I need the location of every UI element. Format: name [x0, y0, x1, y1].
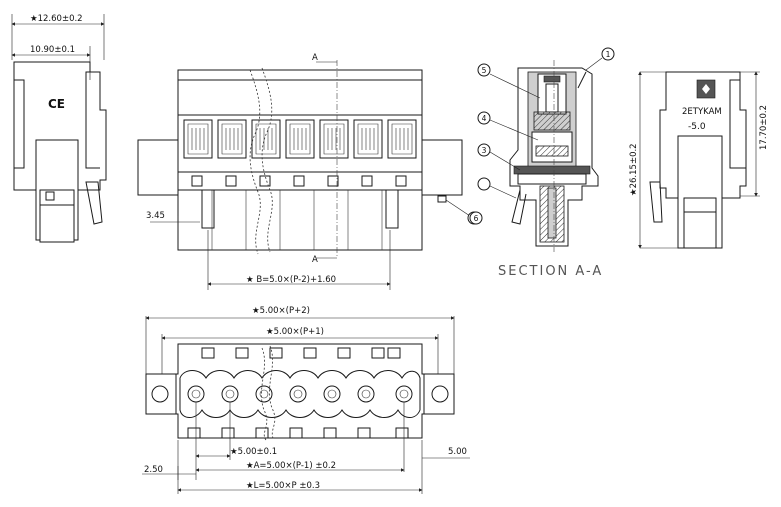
dim-width-total: ★12.60±0.2: [30, 14, 83, 24]
dim-p-plus2: ★5.00×(P+2): [252, 306, 310, 316]
left-side-view: [11, 14, 107, 243]
section-marker-bottom: A: [312, 255, 318, 265]
ce-mark: CE: [48, 97, 65, 111]
section-a-a-view: [467, 47, 615, 252]
callout-5: 5: [482, 66, 487, 75]
pitch-label: -5.0: [688, 122, 706, 132]
callout-3: 3: [482, 146, 487, 155]
section-marker-top: A: [312, 53, 318, 63]
callout-6-circle: [469, 211, 483, 225]
dim-width-inner: 10.90±0.1: [30, 45, 75, 55]
dim-a: ★A=5.00×(P-1) ±0.2: [246, 461, 336, 471]
dim-p-plus1: ★5.00×(P+1): [266, 327, 324, 337]
callout-1: 1: [606, 50, 611, 59]
brand-mark: 2ETYKAM: [682, 107, 722, 117]
dim-pitch-b: ★ B=5.0×(P-2)+1.60: [246, 275, 336, 285]
dimension-texts: ★12.60±0.2 10.90±0.1 CE 3.45 A A ★ B=5.0…: [30, 14, 769, 491]
front-terminal-windows: [183, 119, 417, 159]
callout-4: 4: [482, 114, 487, 123]
dim-edge-left: 2.50: [144, 465, 163, 475]
dim-l: ★L=5.00×P ±0.3: [246, 481, 320, 491]
dim-offset-left: 3.45: [146, 211, 165, 221]
callout-6-group: 6: [469, 211, 483, 225]
front-view: [137, 60, 471, 290]
dim-edge-right: 5.00: [448, 447, 467, 457]
dim-pitch: ★5.00±0.1: [230, 447, 277, 457]
callout-6: 6: [474, 214, 479, 223]
dim-height-26: ★26.15±0.2: [629, 143, 639, 196]
dim-height-17: 17.70±0.2: [759, 105, 769, 150]
section-title: SECTION A-A: [498, 264, 603, 279]
right-side-view: [638, 71, 760, 249]
bottom-plan-view: [142, 316, 470, 494]
